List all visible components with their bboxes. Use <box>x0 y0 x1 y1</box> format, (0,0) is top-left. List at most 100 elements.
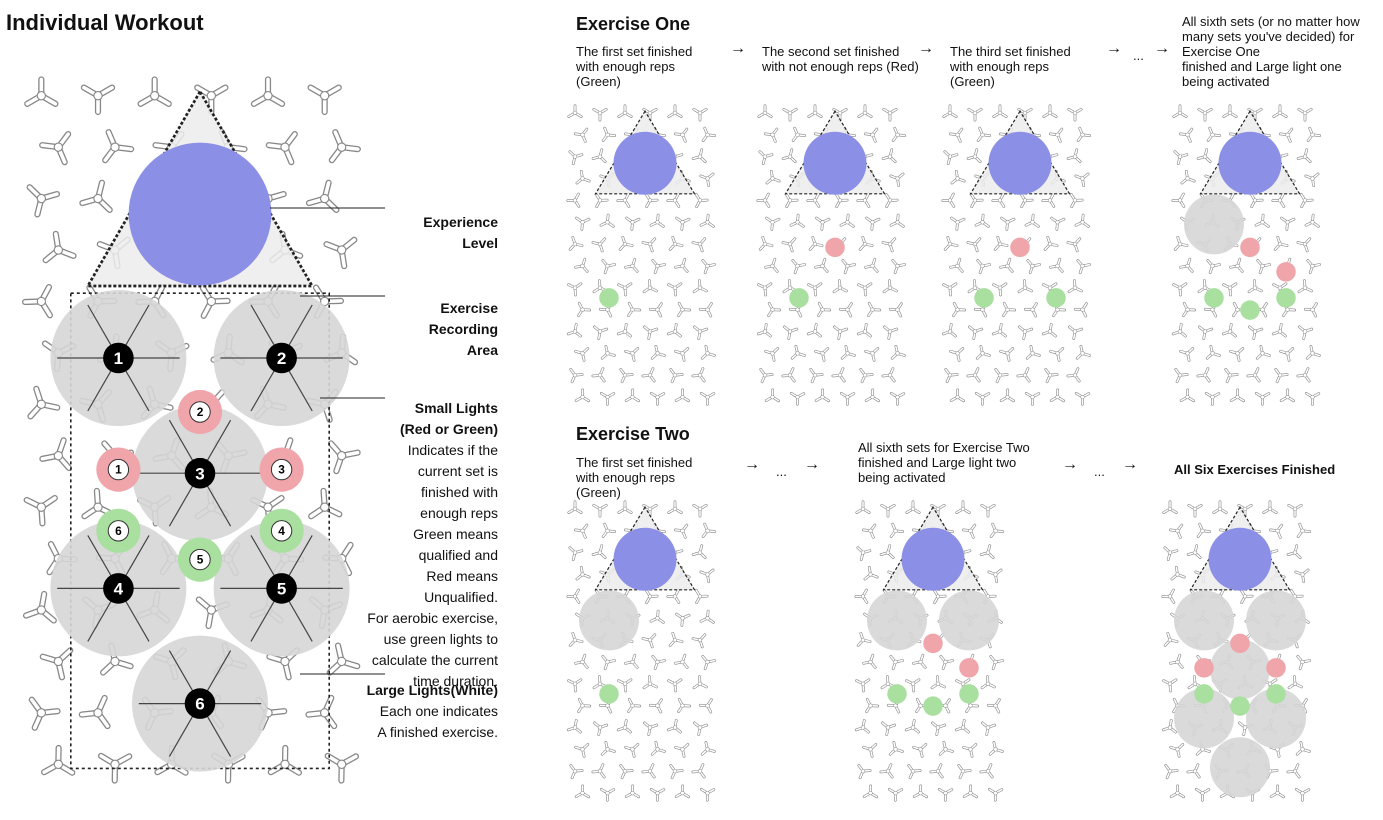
tri-arm-icon <box>78 694 111 730</box>
tri-arm-icon <box>974 213 990 228</box>
tri-arm-icon <box>757 104 773 118</box>
tri-arm-icon <box>838 302 853 318</box>
tri-arm-icon <box>616 192 631 208</box>
tri-arm-icon <box>1000 216 1016 231</box>
tri-arm-icon <box>980 503 996 518</box>
tri-arm-icon <box>667 678 683 693</box>
tri-arm-icon <box>41 744 76 776</box>
small-light-green <box>1046 288 1066 308</box>
tri-arm-icon <box>1050 216 1066 231</box>
tri-arm-icon <box>784 192 799 209</box>
tri-arm-icon <box>592 107 608 122</box>
tri-arm-icon <box>1069 192 1084 209</box>
tri-arm-icon <box>1247 107 1263 122</box>
tri-arm-icon <box>194 84 229 116</box>
tri-arm-icon <box>1229 257 1244 273</box>
tri-arm-icon <box>643 721 659 736</box>
tri-arm-icon <box>1254 213 1270 228</box>
tri-arm-icon <box>814 257 829 273</box>
tri-arm-icon <box>888 302 903 318</box>
tri-arm-icon <box>650 740 666 756</box>
small-light-number-badge <box>107 458 130 481</box>
tri-arm-icon <box>574 784 591 799</box>
tri-arm-icon <box>699 568 715 583</box>
tri-arm-icon <box>864 388 881 403</box>
small-light-number: 1 <box>115 463 122 477</box>
tri-arm-icon <box>1164 764 1179 780</box>
exercise-one-heading: Exercise One <box>576 14 691 34</box>
large-light <box>1210 737 1270 798</box>
tri-arm-icon <box>577 301 592 318</box>
tri-arm-icon <box>888 740 904 756</box>
tri-arm-icon <box>1017 107 1033 122</box>
tri-arm-icon <box>1044 368 1059 384</box>
large-light <box>1184 194 1244 255</box>
tri-arm-icon <box>817 301 832 318</box>
tri-arm-icon <box>789 392 806 406</box>
tri-arm-icon <box>1306 259 1321 275</box>
tri-arm-icon <box>699 609 715 624</box>
tri-arm-icon <box>1043 235 1059 251</box>
tri-arm-icon <box>600 740 616 756</box>
tri-arm-icon <box>619 764 634 780</box>
tri-arm-icon <box>891 259 906 275</box>
tri-arm-icon <box>942 282 958 297</box>
tri-arm-icon <box>625 216 641 231</box>
tri-arm-icon <box>39 437 73 472</box>
tri-arm-icon <box>1019 192 1034 209</box>
tri-arm-icon <box>1066 237 1082 253</box>
tri-arm-icon <box>667 500 683 514</box>
tri-arm-icon <box>308 487 343 520</box>
tri-arm-icon <box>942 104 958 118</box>
tri-arm-icon <box>889 172 905 187</box>
ex2-step3-caption: All Six Exercises Finished <box>1174 462 1336 477</box>
tri-arm-icon <box>326 642 361 676</box>
tri-arm-icon <box>1305 344 1321 360</box>
tri-arm-icon <box>952 301 967 318</box>
tri-arm-icon <box>1269 784 1286 799</box>
ex1-panel-4 <box>1171 104 1321 406</box>
large-light-number-badge <box>184 688 216 719</box>
tri-arm-icon <box>989 522 1004 538</box>
tri-arm-icon <box>814 388 831 403</box>
tri-arm-icon <box>641 237 657 253</box>
tri-arm-icon <box>807 282 823 297</box>
tri-arm-icon <box>1287 503 1303 518</box>
tri-arm-icon <box>1274 368 1289 384</box>
tri-arm-icon <box>1269 523 1284 539</box>
tri-arm-icon <box>1246 367 1261 383</box>
tri-arm-icon <box>1280 216 1296 231</box>
small-light-green <box>923 696 943 716</box>
ex1-panel-3 <box>941 104 1091 406</box>
tri-arm-icon <box>815 216 831 231</box>
tri-arm-icon <box>694 588 709 605</box>
tri-arm-icon <box>1205 344 1221 360</box>
tri-arm-icon <box>699 213 715 228</box>
tri-arm-icon <box>691 148 707 164</box>
tri-arm-icon <box>24 76 59 107</box>
tri-arm-icon <box>195 596 230 630</box>
tri-arm-icon <box>1179 388 1196 403</box>
tri-arm-icon <box>987 568 1003 583</box>
tri-arm-icon <box>28 696 61 731</box>
tri-arm-icon <box>993 235 1009 251</box>
tri-arm-icon <box>1162 500 1178 514</box>
tri-arm-icon <box>649 609 665 624</box>
tri-arm-icon <box>601 522 616 538</box>
tri-arm-icon <box>323 236 358 270</box>
tri-arm-icon <box>1239 588 1254 605</box>
tri-arm-icon <box>949 388 966 403</box>
tri-arm-icon <box>938 740 954 756</box>
tri-arm-icon <box>767 301 782 318</box>
small-light-green <box>974 288 994 308</box>
tri-arm-icon <box>79 179 113 213</box>
tri-arm-icon <box>756 323 772 338</box>
tri-arm-icon <box>617 104 633 118</box>
tri-arm-icon <box>789 213 805 228</box>
tri-arm-icon <box>937 788 954 802</box>
tri-arm-icon <box>1066 148 1082 164</box>
tri-arm-icon <box>641 763 656 779</box>
tri-arm-icon <box>855 500 871 514</box>
tri-arm-icon <box>1074 213 1090 228</box>
